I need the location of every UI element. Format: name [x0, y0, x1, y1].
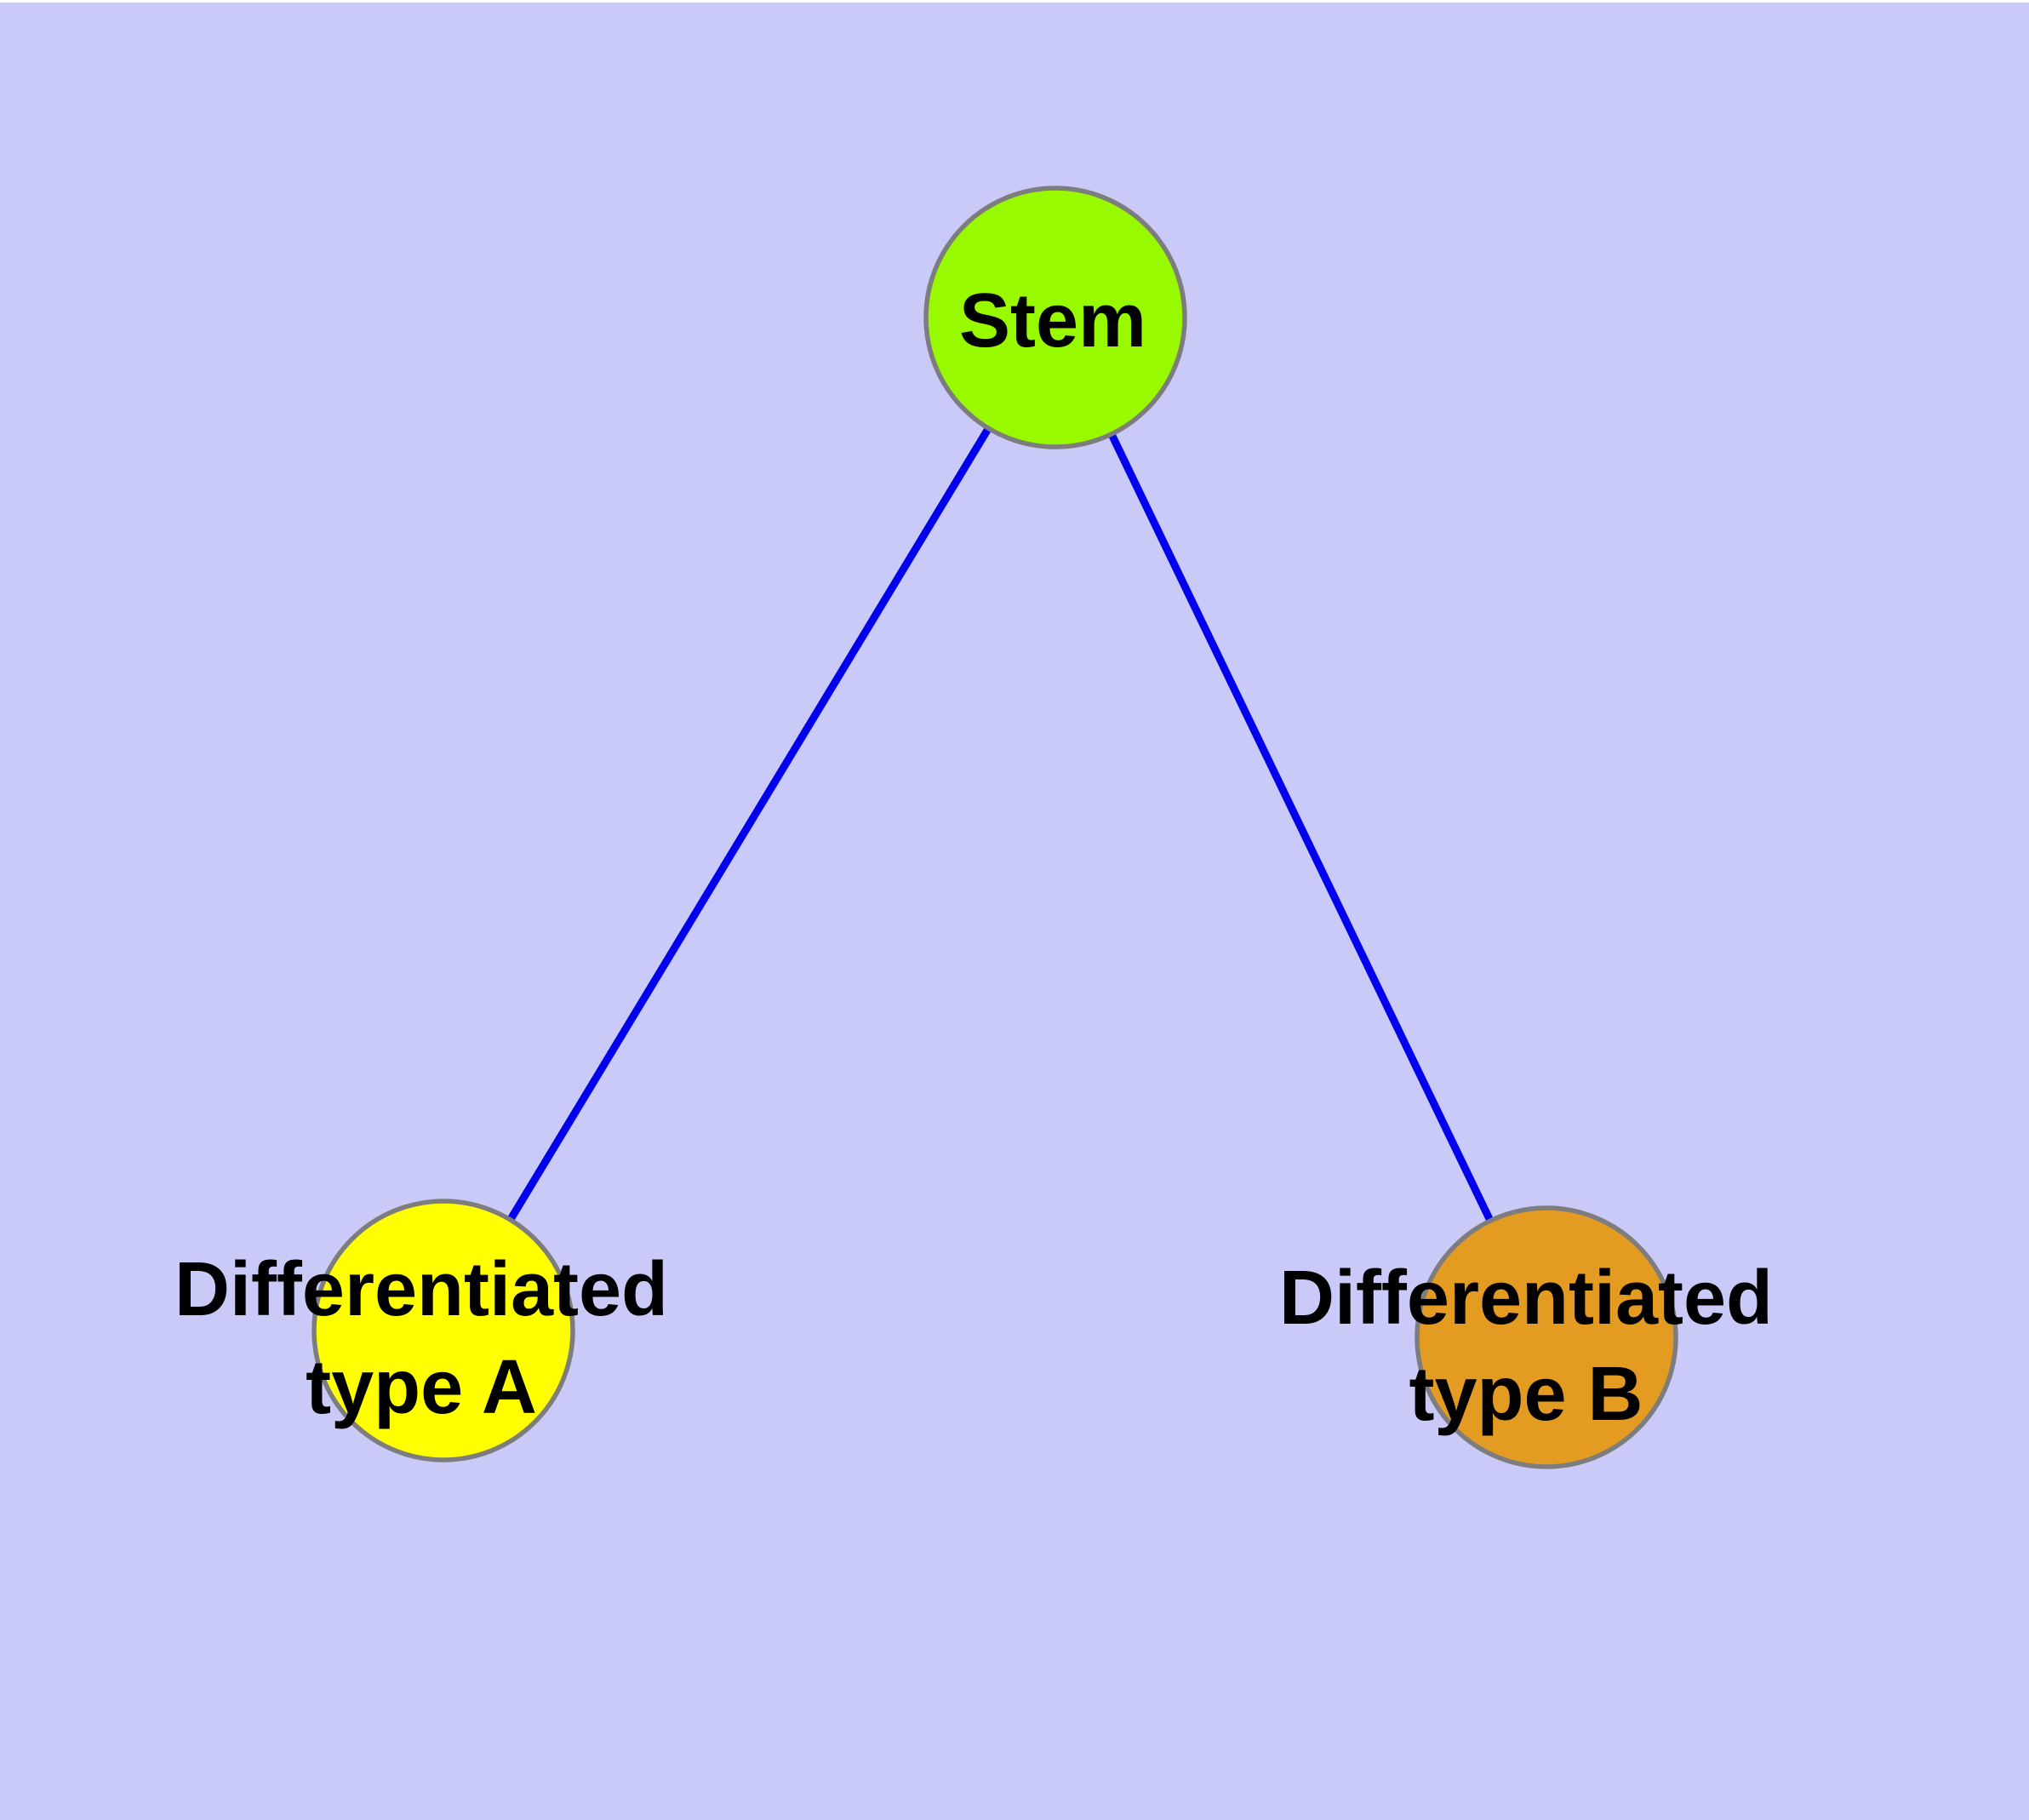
node-stem-circle [923, 186, 1187, 449]
node-diff-b-circle [1415, 1205, 1678, 1469]
node-diff-a-circle [311, 1199, 575, 1462]
node-diff-a-label-line-1: type A [306, 1345, 537, 1430]
node-diff-b-label-line-0: Differentiated [1279, 1256, 1773, 1341]
nodes-layer [311, 186, 1678, 1469]
node-diff-b-label-line-1: type B [1409, 1352, 1643, 1437]
node-diff-b-label: Differentiated type B [1279, 1256, 1773, 1437]
edge-stem-diff-b [1051, 316, 1551, 1339]
node-diff-a-label: Differentiated type A [174, 1247, 668, 1430]
node-stem-label: Stem [959, 278, 1146, 363]
edge-stem-diff-a [440, 315, 1059, 1333]
node-diff-a-label-line-0: Differentiated [174, 1247, 668, 1332]
edges-layer [440, 315, 1551, 1339]
node-stem-label-line-0: Stem [959, 278, 1146, 363]
